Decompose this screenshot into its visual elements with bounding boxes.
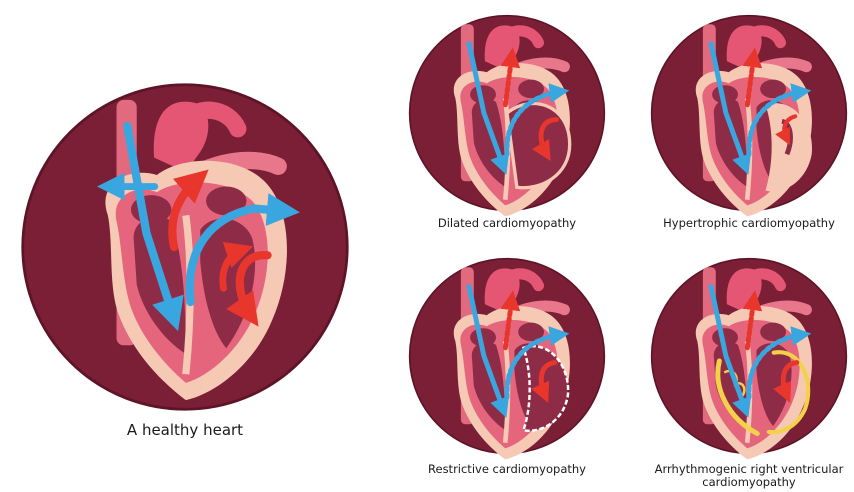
dilated-caption: Dilated cardiomyopathy <box>398 217 616 230</box>
arvc-caption: Arrhythmogenic right ventricular cardiom… <box>630 463 854 489</box>
dilated-heart-illustration <box>408 14 606 212</box>
hypertrophic-cardiomyopathy-panel: Hypertrophic cardiomyopathy <box>650 14 848 212</box>
healthy-heart-panel: A healthy heart <box>20 82 350 412</box>
healthy-heart-caption: A healthy heart <box>20 422 350 439</box>
arvc-heart-illustration <box>650 257 848 455</box>
restrictive-heart-illustration <box>408 257 606 455</box>
healthy-heart-illustration <box>20 82 350 412</box>
arvc-panel: Arrhythmogenic right ventricular cardiom… <box>650 257 848 455</box>
dilated-cardiomyopathy-panel: Dilated cardiomyopathy <box>408 14 606 212</box>
restrictive-caption: Restrictive cardiomyopathy <box>388 463 626 476</box>
hypertrophic-heart-illustration <box>650 14 848 212</box>
restrictive-cardiomyopathy-panel: Restrictive cardiomyopathy <box>408 257 606 455</box>
hypertrophic-caption: Hypertrophic cardiomyopathy <box>630 217 854 230</box>
arvc-caption-line2: cardiomyopathy <box>630 476 854 489</box>
